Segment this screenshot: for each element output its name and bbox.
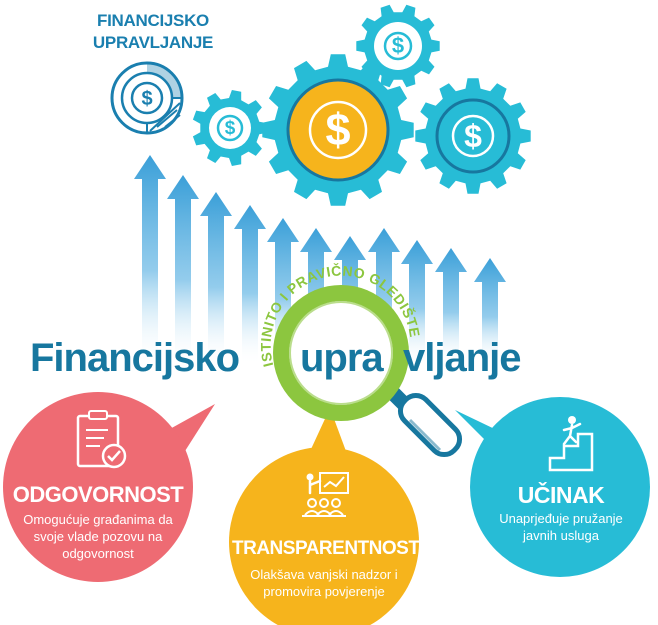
- coin-pie-icon: $: [110, 61, 184, 135]
- performance-line-2: javnih usluga: [523, 528, 599, 543]
- accountability-description: Omogućuje građanima da svoje vlade pozov…: [16, 511, 180, 562]
- svg-text:$: $: [225, 118, 236, 139]
- accountability-title: ODGOVORNOST: [12, 482, 184, 507]
- growth-arrow: [134, 155, 166, 365]
- magnifier-lens: [273, 285, 409, 421]
- svg-text:$: $: [464, 118, 482, 154]
- presentation-audience-icon: [302, 472, 349, 517]
- headline-left: Financijsko: [30, 336, 240, 380]
- stairs-climber-icon: [548, 416, 594, 472]
- performance-description: Unaprjeđuje pružanje javnih usluga: [483, 510, 639, 544]
- headline-middle: upra: [300, 336, 384, 380]
- corner-title-line-1: FINANCIJSKO: [97, 11, 209, 30]
- svg-text:$: $: [392, 33, 404, 58]
- growth-arrow: [167, 175, 199, 365]
- svg-text:$: $: [141, 88, 152, 110]
- dollar-gear-icon: $: [415, 78, 531, 194]
- performance-bubble: [470, 397, 650, 577]
- performance-line-1: Unaprjeđuje pružanje: [499, 511, 623, 526]
- checklist-clipboard-icon: [76, 410, 127, 469]
- magnifier-handle: [377, 377, 463, 458]
- svg-text:$: $: [325, 104, 350, 155]
- accountability-bubble: [3, 392, 193, 582]
- dollar-gear-icon: $: [262, 54, 414, 206]
- corner-title: FINANCIJSKO UPRAVLJANJE: [88, 10, 218, 54]
- growth-arrow: [200, 192, 232, 365]
- growth-arrow: [234, 205, 266, 365]
- transparency-line-1: Olakšava vanjski nadzor i: [250, 567, 398, 582]
- growth-arrow: [435, 248, 467, 365]
- corner-title-line-2: UPRAVLJANJE: [92, 33, 214, 52]
- transparency-description: Olakšava vanjski nadzor i promovira povj…: [240, 566, 408, 600]
- accountability-line-1: Omogućuje građanima da: [23, 512, 173, 527]
- headline-right: vljanje: [403, 336, 522, 380]
- transparency-title: TRANSPARENTNOST: [232, 538, 420, 559]
- growth-arrow: [401, 240, 433, 365]
- performance-title: UČINAK: [517, 482, 605, 508]
- growth-arrow: [474, 258, 506, 365]
- dollar-gear-icon: $: [192, 90, 268, 166]
- transparency-line-2: promovira povjerenje: [263, 584, 385, 599]
- gear-cluster: $ $ $ $: [192, 4, 531, 206]
- transparency-bubble: [229, 447, 419, 625]
- accountability-line-2: svoje vlade pozovu na: [33, 529, 163, 544]
- accountability-line-3: odgovornost: [62, 546, 134, 561]
